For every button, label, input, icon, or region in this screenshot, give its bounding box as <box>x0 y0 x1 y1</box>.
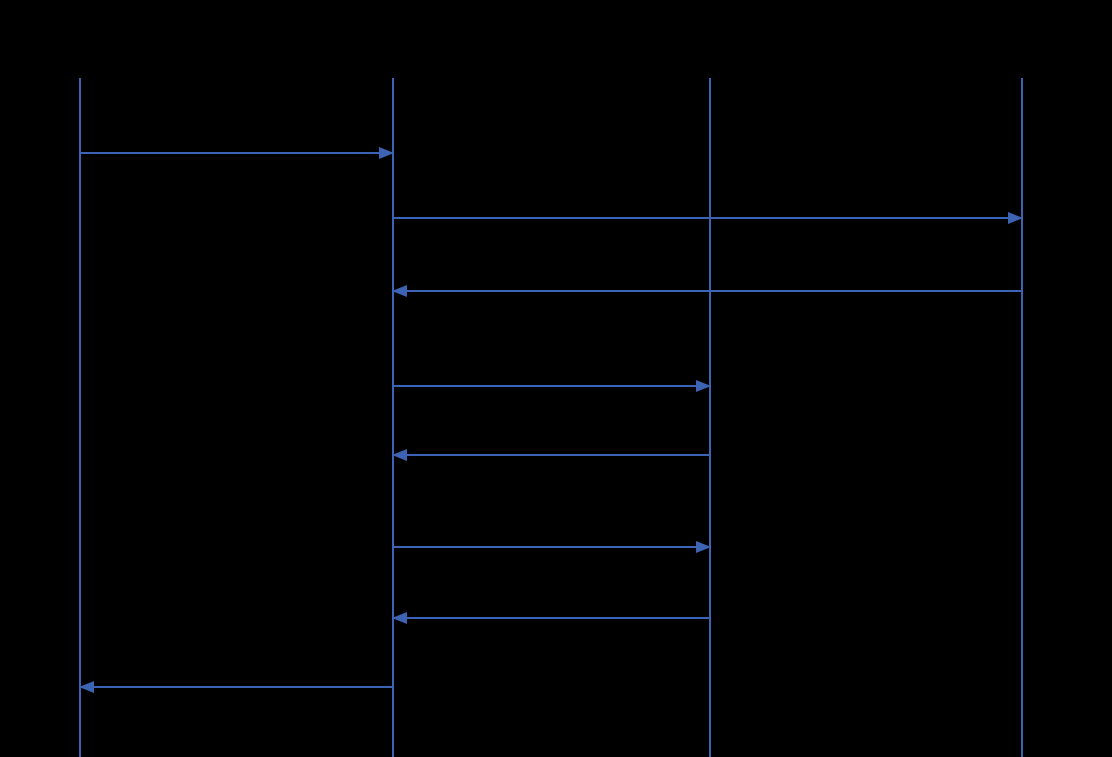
diagram-background <box>0 0 1112 757</box>
diagram-canvas <box>0 0 1112 757</box>
sequence-diagram <box>0 0 1112 757</box>
